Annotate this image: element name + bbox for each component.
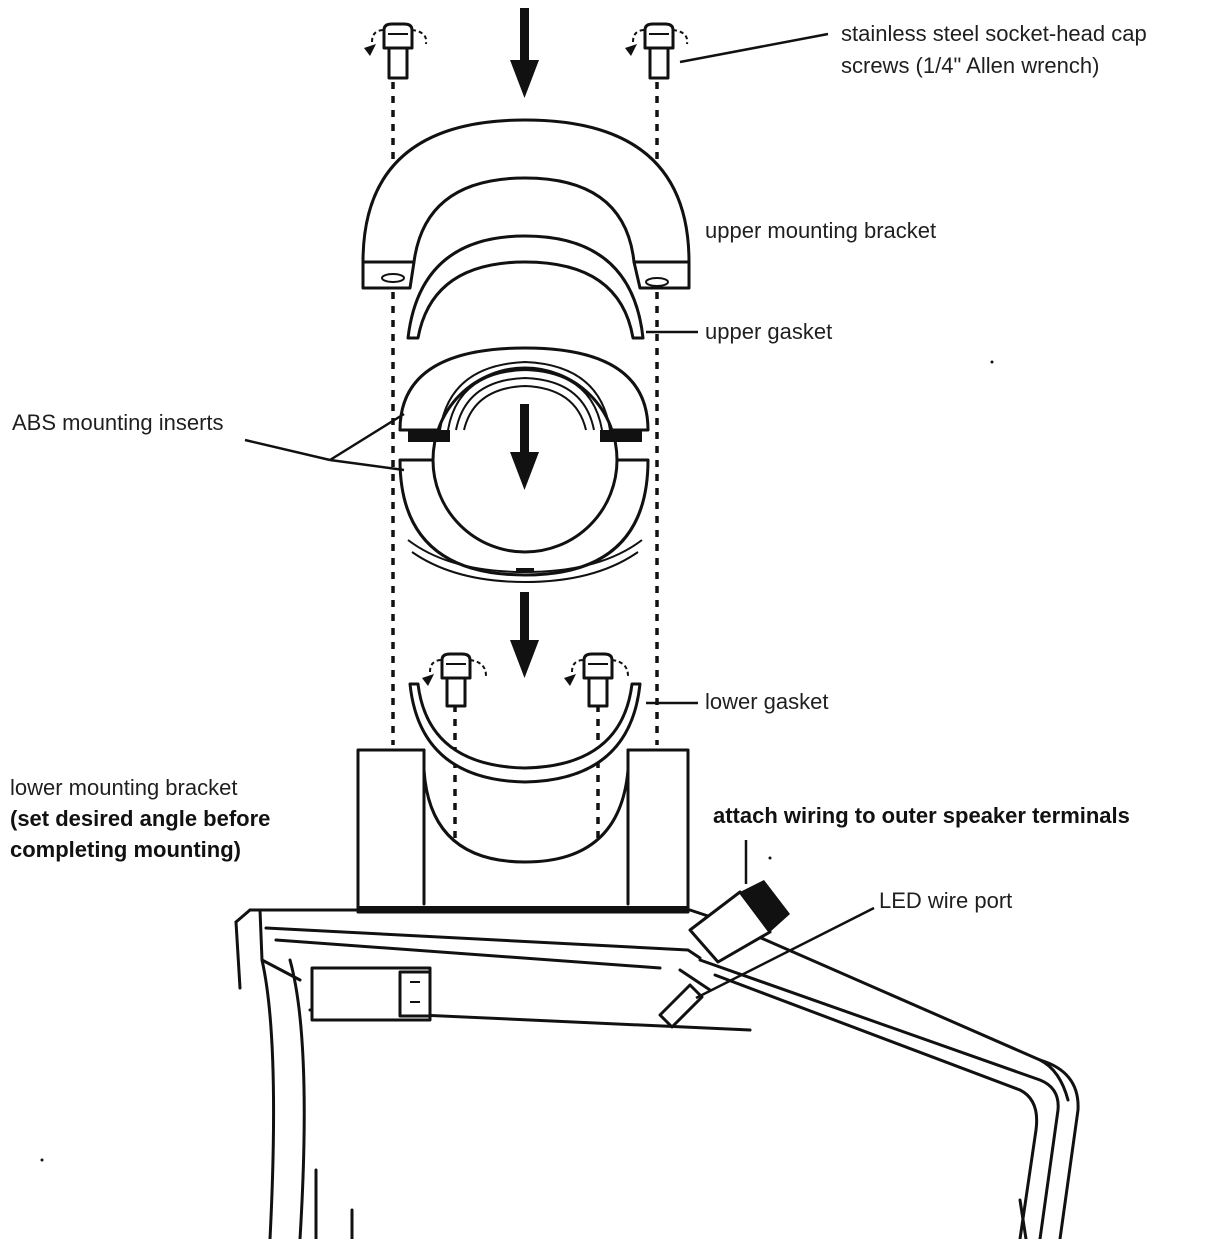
cap-screw-lower-left [422, 652, 487, 708]
upper-gasket [406, 234, 645, 340]
down-arrow-icon [510, 592, 539, 678]
lower-bracket-label-line1: lower mounting bracket [10, 775, 238, 800]
led-port-label: LED wire port [879, 888, 1013, 913]
rotate-arrow-icon [564, 674, 576, 686]
down-arrow-icon [510, 404, 539, 490]
abs-mounting-inserts [398, 346, 650, 584]
upper-mounting-bracket [361, 118, 691, 290]
upper-gasket-label: upper gasket [705, 319, 833, 344]
rotate-arrow-icon [422, 674, 434, 686]
alignment-lines [391, 82, 659, 838]
cap-screw-lower-right [564, 652, 629, 708]
cap-screw-left [364, 22, 428, 80]
lower-gasket [408, 682, 642, 784]
upper-bracket-label: upper mounting bracket [705, 218, 937, 243]
speck [990, 360, 994, 364]
cap-screw-right [625, 22, 689, 80]
cap-screws-label-line2: screws (1/4" Allen wrench) [841, 53, 1100, 78]
speck [768, 856, 772, 860]
rotate-arrow-icon [364, 44, 376, 56]
abs-inserts-label: ABS mounting inserts [12, 410, 224, 435]
wiring-label: attach wiring to outer speaker terminals [713, 803, 1130, 828]
down-arrow-icon [510, 8, 539, 98]
lower-bracket-label-line3: completing mounting) [10, 837, 241, 862]
leader-lines [244, 32, 875, 1000]
speck [40, 1158, 44, 1162]
rotate-arrow-icon [625, 44, 637, 56]
lower-bracket-label-line2: (set desired angle before [10, 806, 271, 831]
tower-structure [234, 880, 1080, 1239]
cap-screws-label-line1: stainless steel socket-head cap [841, 21, 1147, 46]
lower-gasket-label: lower gasket [705, 689, 829, 714]
